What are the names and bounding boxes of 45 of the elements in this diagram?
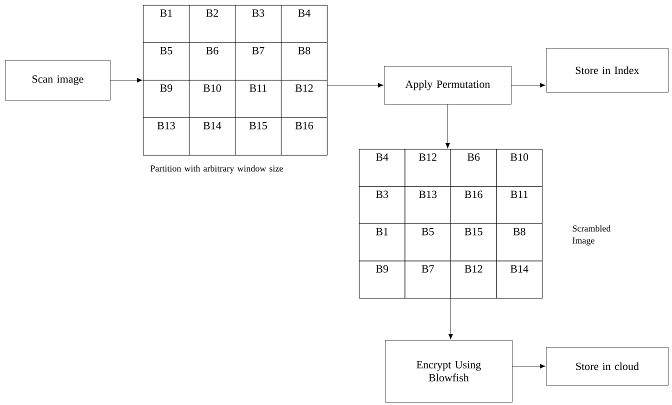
grid-cell: B14: [189, 118, 236, 156]
grid-cell: B15: [450, 224, 497, 262]
grid-cell: B8: [496, 224, 542, 262]
process-box: Store in Index: [546, 48, 668, 92]
grid-cell: B16: [281, 118, 328, 156]
grid-cell: B6: [189, 42, 236, 80]
grid-cell: B12: [450, 260, 497, 298]
grid-cell: B11: [235, 80, 282, 118]
arrow: [110, 78, 142, 83]
grid-cell: B14: [496, 260, 542, 298]
process-box: Encrypt Using Blowfish: [385, 340, 512, 402]
grid-cell: B9: [359, 260, 406, 298]
grid-cell: B10: [496, 149, 542, 187]
grid-cell: B2: [189, 5, 236, 43]
node-label: Scrambled Image: [572, 225, 611, 246]
grid-cell: B1: [359, 224, 406, 262]
grid-cell: B10: [189, 80, 236, 118]
node-label: Partition with arbitrary window size: [150, 165, 283, 174]
process-box: Store in cloud: [546, 347, 668, 386]
process-box: Apply Permutation: [384, 66, 512, 104]
grid-cell: B13: [404, 186, 451, 224]
arrow: [511, 82, 546, 88]
grid-cell: B7: [235, 42, 282, 80]
grid-cell: B3: [359, 186, 406, 224]
grid-cell: B3: [235, 5, 282, 43]
grid-cell: B12: [404, 149, 451, 187]
grid-cell: B13: [143, 118, 190, 156]
grid-cell: B12: [281, 80, 328, 118]
grid-cell: B4: [281, 5, 328, 43]
arrow: [445, 104, 450, 148]
grid-cell: B4: [359, 149, 406, 187]
grid-cell: B5: [143, 42, 190, 80]
grid-cell: B7: [404, 260, 451, 298]
grid-cell: B8: [281, 42, 328, 80]
grid-cell: B6: [450, 149, 497, 187]
arrow: [327, 82, 384, 88]
grid-cell: B5: [404, 224, 451, 262]
grid-cell: B11: [496, 186, 542, 224]
grid-cell: B1: [143, 5, 190, 43]
grid-cell: B15: [235, 118, 282, 156]
grid-cell: B9: [143, 80, 190, 118]
arrow: [448, 298, 454, 340]
process-box: Scan image: [5, 60, 110, 100]
arrow: [512, 364, 546, 369]
grid-cell: B16: [450, 186, 497, 224]
